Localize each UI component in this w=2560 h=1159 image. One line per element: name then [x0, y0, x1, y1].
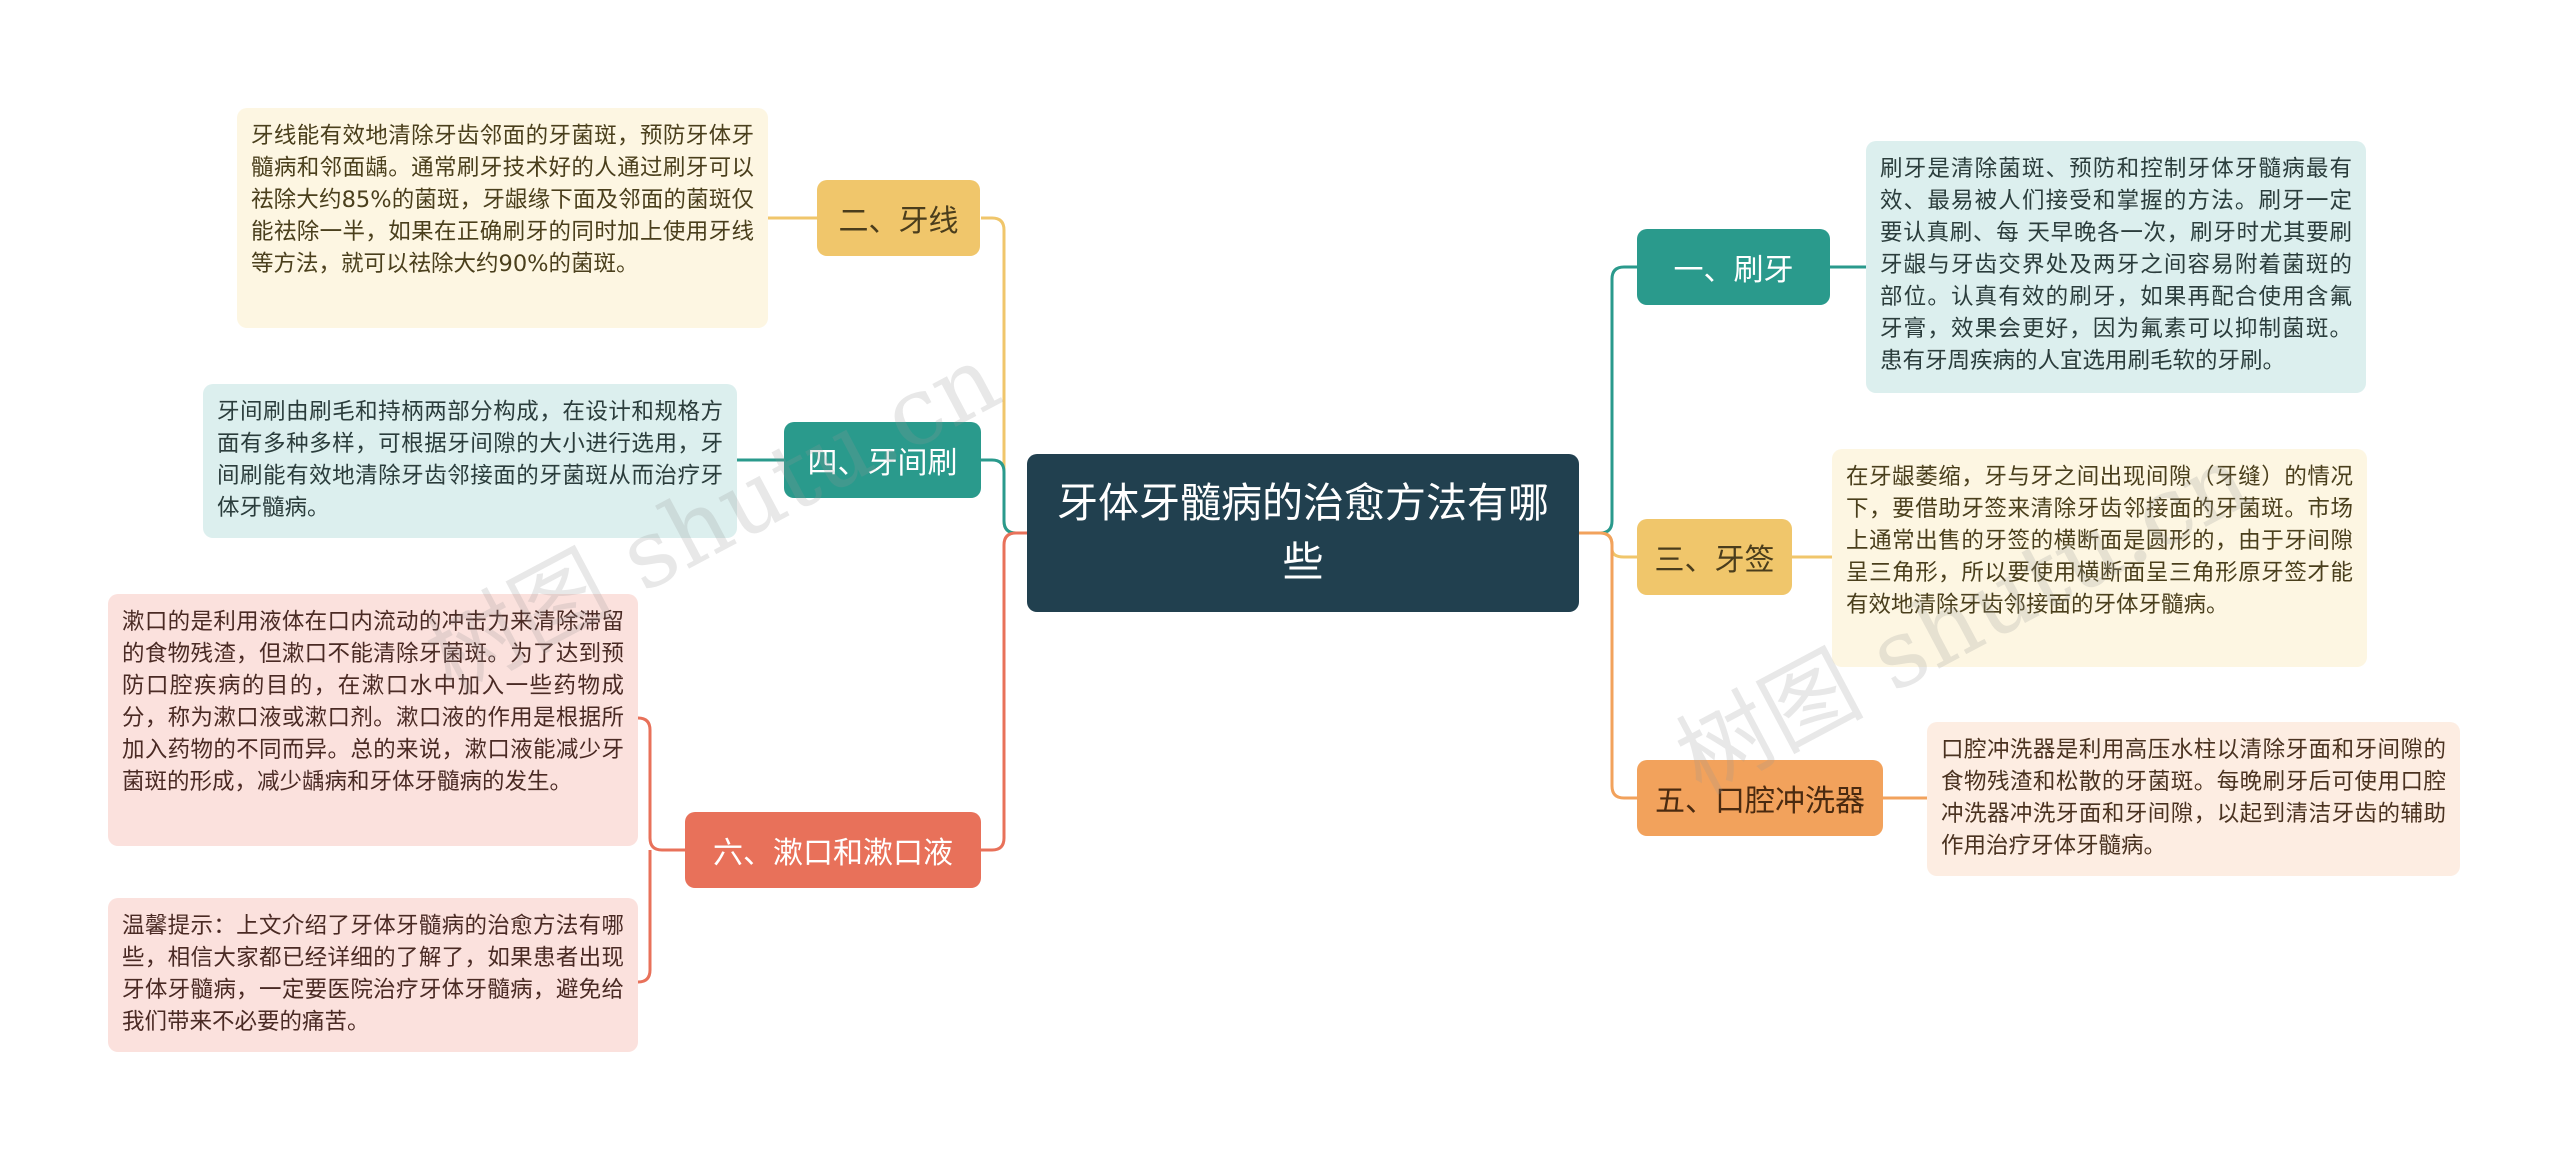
topic-mouthwash[interactable]: 六、漱口和漱口液 — [685, 812, 981, 888]
topic-oral-irrigator[interactable]: 五、口腔冲洗器 — [1637, 760, 1883, 836]
note-mouthwash: 漱口的是利用液体在口内流动的冲击力来清除滞留的食物残渣，但漱口不能清除牙菌斑。为… — [108, 594, 638, 846]
note-interdental-brush: 牙间刷由刷毛和持柄两部分构成，在设计和规格方面有多种多样，可根据牙间隙的大小进行… — [203, 384, 737, 538]
note-dental-floss: 牙线能有效地清除牙齿邻面的牙菌斑，预防牙体牙髓病和邻面龋。通常刷牙技术好的人通过… — [237, 108, 768, 328]
note-oral-irrigator: 口腔冲洗器是利用高压水柱以清除牙面和牙间隙的食物残渣和松散的牙菌斑。每晚刷牙后可… — [1927, 722, 2460, 876]
topic-dental-floss-label: 二、牙线 — [838, 204, 959, 239]
note-interdental-brush-text: 牙间刷由刷毛和持柄两部分构成，在设计和规格方面有多种多样，可根据牙间隙的大小进行… — [217, 399, 723, 521]
topic-interdental-brush-label: 四、牙间刷 — [807, 446, 958, 481]
note-toothbrushing: 刷牙是清除菌斑、预防和控制牙体牙髓病最有效、最易被人们接受和掌握的方法。刷牙一定… — [1866, 141, 2366, 393]
central-topic-label: 牙体牙髓病的治愈方法有哪些 — [1057, 478, 1549, 586]
note-warm-tip-text: 温馨提示：上文介绍了牙体牙髓病的治愈方法有哪些，相信大家都已经详细的了解了，如果… — [122, 913, 624, 1035]
note-warm-tip: 温馨提示：上文介绍了牙体牙髓病的治愈方法有哪些，相信大家都已经详细的了解了，如果… — [108, 898, 638, 1052]
topic-toothbrushing-label: 一、刷牙 — [1673, 253, 1794, 288]
note-oral-irrigator-text: 口腔冲洗器是利用高压水柱以清除牙面和牙间隙的食物残渣和松散的牙菌斑。每晚刷牙后可… — [1941, 737, 2446, 859]
note-toothbrushing-text: 刷牙是清除菌斑、预防和控制牙体牙髓病最有效、最易被人们接受和掌握的方法。刷牙一定… — [1880, 156, 2352, 374]
topic-toothpick-label: 三、牙签 — [1654, 543, 1775, 578]
topic-mouthwash-label: 六、漱口和漱口液 — [713, 836, 953, 871]
topic-toothbrushing[interactable]: 一、刷牙 — [1637, 229, 1830, 305]
topic-dental-floss[interactable]: 二、牙线 — [817, 180, 980, 256]
topic-interdental-brush[interactable]: 四、牙间刷 — [784, 422, 981, 498]
note-toothpick: 在牙龈萎缩，牙与牙之间出现间隙（牙缝）的情况下，要借助牙签来清除牙齿邻接面的牙菌… — [1832, 449, 2367, 667]
note-mouthwash-text: 漱口的是利用液体在口内流动的冲击力来清除滞留的食物残渣，但漱口不能清除牙菌斑。为… — [122, 609, 624, 795]
topic-toothpick[interactable]: 三、牙签 — [1637, 519, 1792, 595]
note-dental-floss-text: 牙线能有效地清除牙齿邻面的牙菌斑，预防牙体牙髓病和邻面龋。通常刷牙技术好的人通过… — [251, 123, 754, 277]
note-toothpick-text: 在牙龈萎缩，牙与牙之间出现间隙（牙缝）的情况下，要借助牙签来清除牙齿邻接面的牙菌… — [1846, 464, 2353, 618]
central-topic[interactable]: 牙体牙髓病的治愈方法有哪些 — [1027, 454, 1579, 612]
topic-oral-irrigator-label: 五、口腔冲洗器 — [1655, 784, 1865, 819]
